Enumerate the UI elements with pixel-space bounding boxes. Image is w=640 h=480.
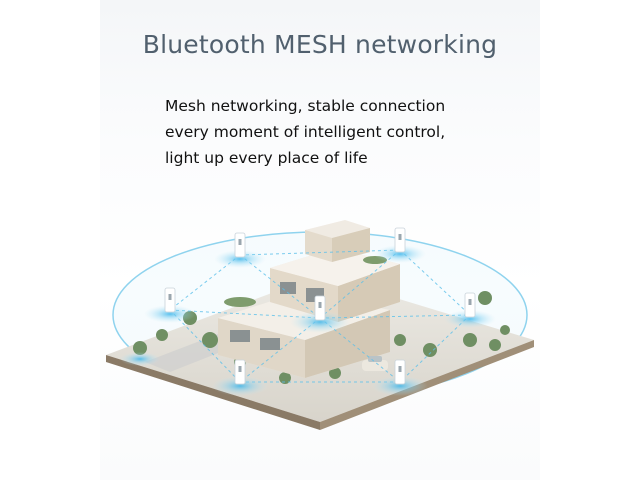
mesh-node (444, 292, 496, 328)
mesh-node (212, 359, 268, 396)
product-banner: Bluetooth MESH networking Mesh networkin… (100, 0, 540, 480)
mesh-node (214, 232, 266, 268)
description: Mesh networking, stable connection every… (165, 93, 495, 171)
mesh-network-illustration (106, 220, 534, 430)
villa-building (218, 220, 400, 378)
mesh-node (144, 287, 196, 323)
mesh-node (120, 352, 160, 366)
page-title: Bluetooth MESH networking (142, 30, 498, 59)
mesh-node (374, 227, 426, 263)
description-line-1: Mesh networking, stable connection (165, 97, 446, 115)
mesh-node (372, 359, 428, 396)
car (362, 356, 388, 371)
mesh-node (290, 295, 350, 333)
description-line-2: every moment of intelligent control, (165, 123, 446, 141)
description-line-3: light up every place of life (165, 149, 368, 167)
